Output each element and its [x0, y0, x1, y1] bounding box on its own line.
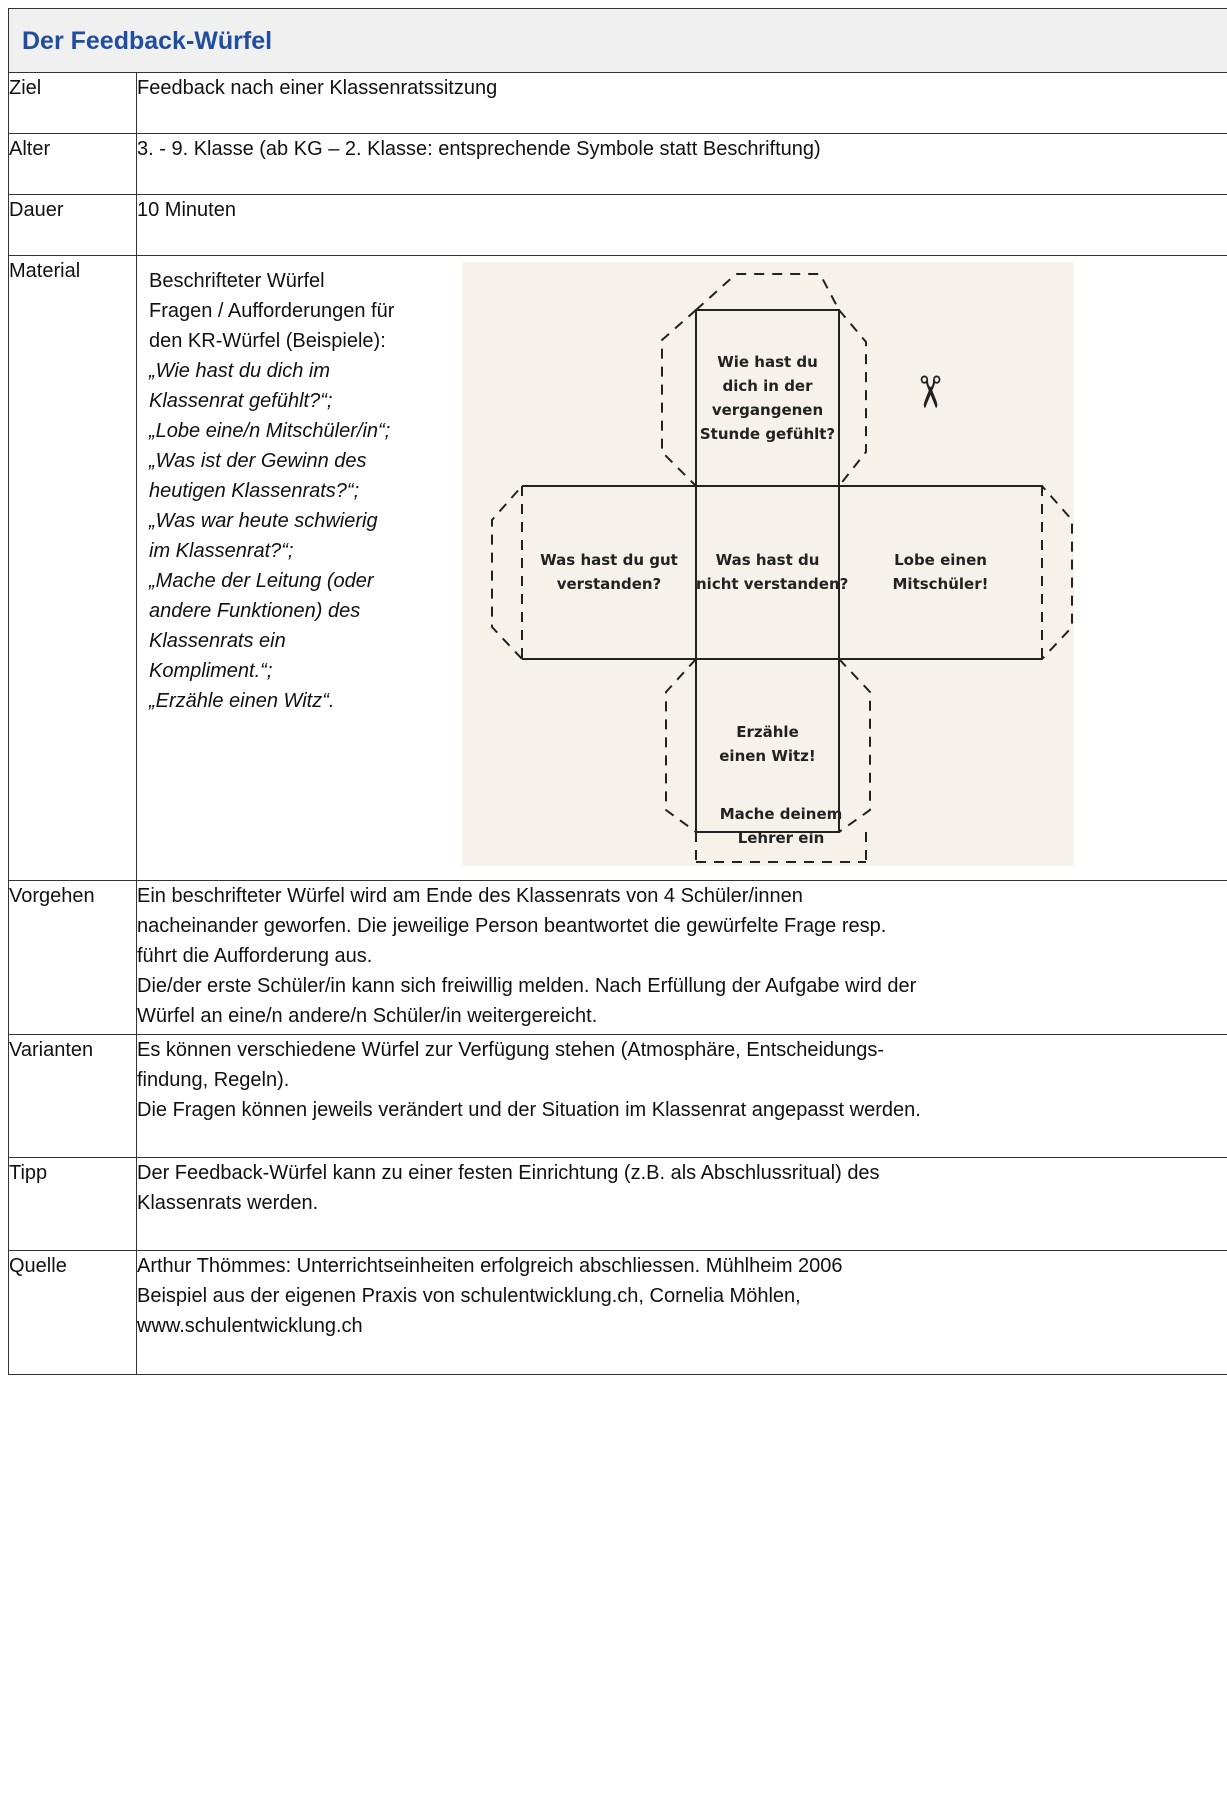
- row-ziel: Ziel Feedback nach einer Klassenratssitz…: [8, 72, 1227, 134]
- title-row: Der Feedback-Würfel: [8, 8, 1227, 73]
- face-text: Mitschüler!: [892, 575, 989, 593]
- row-varianten: Varianten Es können verschiedene Würfel …: [8, 1034, 1227, 1158]
- face-text: Erzähle: [736, 723, 799, 741]
- face-text: Was hast du: [715, 551, 820, 569]
- row-tipp: Tipp Der Feedback-Würfel kann zu einer f…: [8, 1157, 1227, 1251]
- text-line: Die/der erste Schüler/in kann sich freiw…: [137, 975, 917, 997]
- material-text: Beschrifteter Würfel Fragen / Aufforderu…: [149, 266, 449, 716]
- cube-net-image: Wie hast du dich in der vergangenen Stun…: [462, 262, 1074, 866]
- face-lower-outline: [695, 658, 840, 833]
- face-left-label: Was hast du gut verstanden?: [522, 548, 696, 596]
- text-line: Würfel an eine/n andere/n Schüler/in wei…: [137, 1005, 598, 1027]
- text-line: Es können verschiedene Würfel zur Verfüg…: [137, 1039, 885, 1061]
- text-line: Fragen / Aufforderungen für: [149, 300, 395, 322]
- label-ziel: Ziel: [8, 72, 137, 134]
- text-line: den KR-Würfel (Beispiele):: [149, 330, 386, 352]
- text-line: 10 Minuten: [137, 199, 236, 221]
- label-dauer: Dauer: [8, 194, 137, 256]
- text-line: 3. - 9. Klasse (ab KG – 2. Klasse: entsp…: [137, 138, 821, 160]
- face-text: nicht verstanden?: [696, 575, 849, 593]
- face-text: Lehrer ein: [737, 829, 825, 847]
- text-line: www.schulentwicklung.ch: [137, 1315, 363, 1337]
- face-text: einen Witz!: [719, 747, 816, 765]
- face-text: Mache deinem: [719, 805, 843, 823]
- example-line: Klassenrat gefühlt?“;: [149, 390, 333, 412]
- text-line: findung, Regeln).: [137, 1069, 290, 1091]
- value-vorgehen: Ein beschrifteter Würfel wird am Ende de…: [136, 880, 1227, 1035]
- example-line: andere Funktionen) des: [149, 600, 361, 622]
- value-alter: 3. - 9. Klasse (ab KG – 2. Klasse: entsp…: [136, 133, 1227, 195]
- face-center-label: Was hast du nicht verstanden?: [696, 548, 849, 596]
- label-tipp: Tipp: [8, 1157, 137, 1251]
- face-bottom-label: Mache deinem Lehrer ein: [696, 802, 866, 850]
- example-line: „Lobe eine/n Mitschüler/in“;: [149, 420, 391, 442]
- example-line: „Was war heute schwierig: [149, 510, 378, 532]
- value-tipp: Der Feedback-Würfel kann zu einer festen…: [136, 1157, 1227, 1251]
- label-material: Material: [8, 255, 137, 881]
- text-line: Klassenrats werden.: [137, 1192, 319, 1214]
- face-text: Was hast du gut: [540, 551, 678, 569]
- value-ziel: Feedback nach einer Klassenratssitzung: [136, 72, 1227, 134]
- example-line: im Klassenrat?“;: [149, 540, 294, 562]
- page-title: Der Feedback-Würfel: [22, 27, 273, 55]
- label-varianten: Varianten: [8, 1034, 137, 1158]
- face-text: Stunde gefühlt?: [699, 425, 836, 443]
- text-line: nacheinander geworfen. Die jeweilige Per…: [137, 915, 887, 937]
- face-right-label: Lobe einen Mitschüler!: [839, 548, 1042, 596]
- text-line: Feedback nach einer Klassenratssitzung: [137, 77, 498, 99]
- example-line: „Mache der Leitung (oder: [149, 570, 374, 592]
- row-alter: Alter 3. - 9. Klasse (ab KG – 2. Klasse:…: [8, 133, 1227, 195]
- face-text: Lobe einen: [894, 551, 987, 569]
- label-alter: Alter: [8, 133, 137, 195]
- cube-net-drawing: [491, 273, 1073, 866]
- text-line: führt die Aufforderung aus.: [137, 945, 373, 967]
- text-line: Die Fragen können jeweils verändert und …: [137, 1099, 921, 1121]
- value-varianten: Es können verschiedene Würfel zur Verfüg…: [136, 1034, 1227, 1158]
- example-line: Kompliment.“;: [149, 660, 273, 682]
- example-line: Klassenrats ein: [149, 630, 286, 652]
- face-top-label: Wie hast du dich in der vergangenen Stun…: [696, 350, 839, 446]
- face-text: Wie hast du: [717, 353, 818, 371]
- row-dauer: Dauer 10 Minuten: [8, 194, 1227, 256]
- value-quelle: Arthur Thömmes: Unterrichtseinheiten erf…: [136, 1250, 1227, 1375]
- example-line: „Wie hast du dich im: [149, 360, 330, 382]
- row-material: Material Beschrifteter Würfel Fragen / A…: [8, 255, 1227, 881]
- text-line: Der Feedback-Würfel kann zu einer festen…: [137, 1162, 880, 1184]
- row-vorgehen: Vorgehen Ein beschrifteter Würfel wird a…: [8, 880, 1227, 1035]
- scissors-icon: ✂: [904, 373, 954, 411]
- example-line: „Was ist der Gewinn des: [149, 450, 367, 472]
- example-line: heutigen Klassenrats?“;: [149, 480, 360, 502]
- text-line: Ein beschrifteter Würfel wird am Ende de…: [137, 885, 803, 907]
- worksheet-table: Der Feedback-Würfel Ziel Feedback nach e…: [8, 8, 1227, 1375]
- face-lower-label: Erzähle einen Witz!: [696, 720, 839, 768]
- value-material: Beschrifteter Würfel Fragen / Aufforderu…: [136, 255, 1227, 881]
- text-line: Arthur Thömmes: Unterrichtseinheiten erf…: [137, 1255, 843, 1277]
- face-text: vergangenen: [711, 401, 824, 419]
- label-quelle: Quelle: [8, 1250, 137, 1375]
- example-line: „Erzähle einen Witz“.: [149, 690, 335, 712]
- label-vorgehen: Vorgehen: [8, 880, 137, 1035]
- row-quelle: Quelle Arthur Thömmes: Unterrichtseinhei…: [8, 1250, 1227, 1375]
- text-line: Beschrifteter Würfel: [149, 270, 325, 292]
- face-text: dich in der: [722, 377, 813, 395]
- value-dauer: 10 Minuten: [136, 194, 1227, 256]
- face-text: verstanden?: [556, 575, 662, 593]
- text-line: Beispiel aus der eigenen Praxis von schu…: [137, 1285, 801, 1307]
